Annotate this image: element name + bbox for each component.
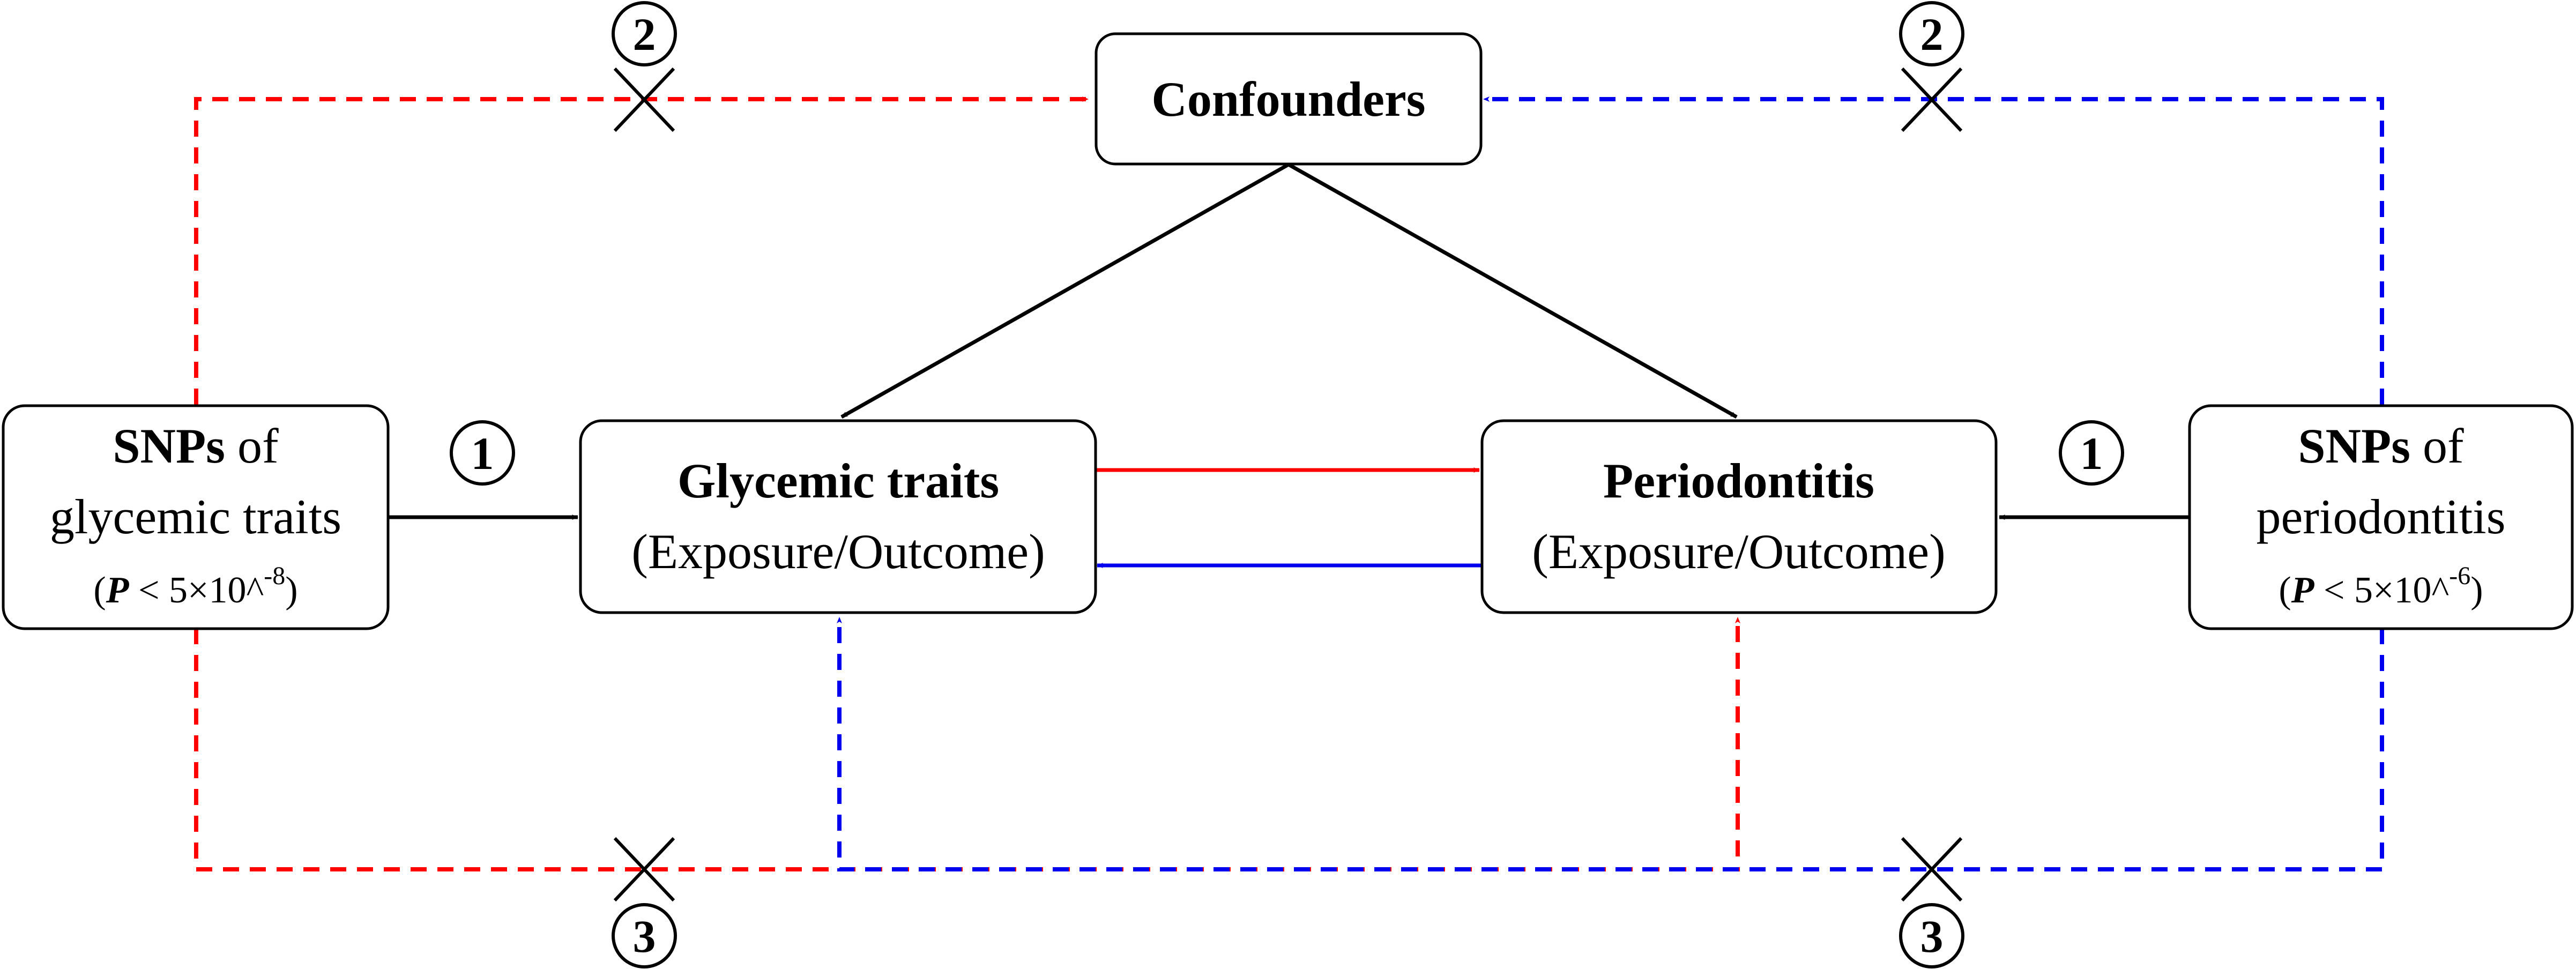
node-glycemic-traits: Glycemic traits (Exposure/Outcome)	[579, 419, 1097, 614]
svg-text:3: 3	[633, 911, 656, 962]
marker-1-right: 1	[2059, 420, 2124, 486]
snps-glycemic-line2: glycemic traits	[50, 489, 341, 544]
node-snps-periodontitis: SNPs of periodontitis (P < 5×10^-6)	[2188, 404, 2574, 630]
node-periodontitis: Periodontitis (Exposure/Outcome)	[1480, 419, 1998, 614]
marker-1-left: 1	[450, 420, 515, 486]
edge-confounders-to-glycemic	[840, 162, 1290, 419]
numbered-circle-icon	[1899, 1, 1964, 66]
marker-2-left: 2	[612, 1, 677, 66]
svg-text:2: 2	[633, 9, 656, 60]
snps-periodontitis-threshold: (P < 5×10^-6)	[2279, 562, 2483, 611]
node-snps-glycemic: SNPs of glycemic traits (P < 5×10^-8)	[2, 404, 390, 630]
confounders-label: Confounders	[1151, 72, 1425, 126]
svg-text:1: 1	[2080, 428, 2103, 479]
edge-confounders-to-periodontitis	[1287, 162, 1738, 419]
snps-glycemic-line1: SNPs of	[113, 419, 279, 473]
snps-periodontitis-line1: SNPs of	[2298, 419, 2464, 473]
svg-text:3: 3	[1920, 911, 1944, 962]
periodontitis-title: Periodontitis	[1603, 453, 1874, 508]
x-cross-icon	[1901, 67, 1963, 132]
marker-2-right: 2	[1899, 1, 1964, 66]
marker-3-left: 3	[612, 903, 677, 968]
edge-snps-glycemic-to-confounders	[194, 96, 1089, 405]
edge-snps-periodontitis-to-glycemic	[837, 617, 2384, 871]
numbered-circle-icon	[2059, 420, 2124, 486]
glycemic-title: Glycemic traits	[677, 453, 999, 508]
glycemic-subtitle: (Exposure/Outcome)	[631, 524, 1045, 579]
numbered-circle-icon	[450, 420, 515, 486]
svg-text:2: 2	[1920, 9, 1944, 60]
svg-text:1: 1	[471, 428, 494, 479]
edge-snps-glycemic-to-periodontitis	[194, 617, 1740, 871]
periodontitis-subtitle: (Exposure/Outcome)	[1532, 524, 1946, 579]
numbered-circle-icon	[1899, 903, 1964, 968]
numbered-circle-icon	[612, 1, 677, 66]
edge-snps-periodontitis-to-confounders	[1483, 96, 2384, 405]
x-cross-icon	[613, 67, 675, 132]
marker-3-right: 3	[1899, 903, 1964, 968]
x-cross-icon	[613, 837, 675, 902]
snps-periodontitis-line2: periodontitis	[2256, 489, 2505, 544]
node-confounders: Confounders	[1095, 32, 1483, 166]
snps-glycemic-threshold: (P < 5×10^-8)	[93, 562, 297, 611]
numbered-circle-icon	[612, 903, 677, 968]
x-cross-icon	[1901, 837, 1963, 902]
